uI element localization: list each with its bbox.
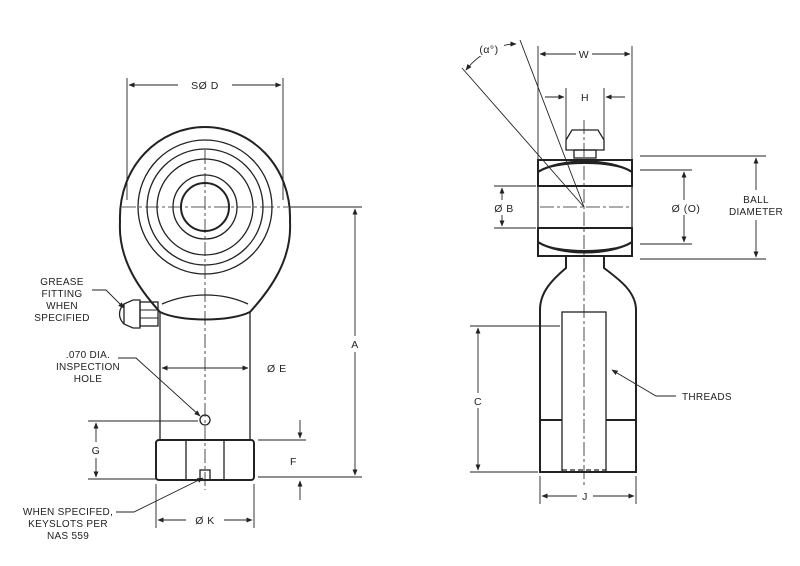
svg-text:WHEN: WHEN [46, 301, 78, 312]
svg-text:.070 DIA.: .070 DIA. [66, 350, 110, 361]
dim-sd-label: SØ D [191, 80, 219, 92]
dim-o-label: Ø (O) [672, 203, 701, 215]
dim-j-label: J [582, 491, 588, 503]
neck-curve [161, 294, 249, 305]
svg-text:KEYSLOTS PER: KEYSLOTS PER [28, 519, 108, 530]
dim-c-label: C [474, 396, 482, 408]
section-grease-fitting [565, 129, 605, 159]
section-view: (α°) W H Ø B Ø (O) BALL DIAMETER [461, 39, 792, 504]
svg-text:INSPECTION: INSPECTION [56, 362, 120, 373]
dim-g-label: G [92, 445, 101, 457]
dim-h-label: H [581, 92, 589, 104]
keyslot-note: WHEN SPECIFED, KEYSLOTS PER NAS 559 [23, 477, 204, 542]
dim-e-label: Ø E [267, 363, 287, 375]
svg-text:NAS 559: NAS 559 [47, 531, 89, 542]
dim-w-label: W [579, 49, 589, 61]
grease-fitting-note: GREASE FITTING WHEN SPECIFIED [34, 277, 125, 324]
ball-diameter-label-2: DIAMETER [729, 207, 783, 218]
dim-f-label: F [290, 456, 297, 468]
threads-label: THREADS [682, 392, 732, 403]
ball-diameter-label-1: BALL [743, 195, 769, 206]
keyslot [199, 469, 211, 481]
svg-text:FITTING: FITTING [42, 289, 83, 300]
threads-leader [611, 369, 676, 397]
inspection-hole [199, 414, 211, 426]
ball-section-lower [537, 227, 633, 254]
angle-line-1 [461, 67, 585, 208]
svg-text:HOLE: HOLE [74, 374, 102, 385]
dim-a-label: A [351, 339, 359, 351]
svg-text:SPECIFIED: SPECIFIED [34, 313, 90, 324]
front-view: SØ D A Ø E G F Ø K GREASE FITTING WHEN [23, 76, 363, 542]
inspection-hole-note: .070 DIA. INSPECTION HOLE [56, 350, 201, 417]
svg-text:WHEN SPECIFED,: WHEN SPECIFED, [23, 507, 113, 518]
dim-alpha-label: (α°) [479, 44, 498, 56]
svg-text:GREASE: GREASE [40, 277, 84, 288]
housing-section [539, 255, 637, 473]
dim-b-label: Ø B [494, 203, 514, 215]
dim-k-label: Ø K [195, 515, 215, 527]
angle-line-2 [519, 39, 585, 208]
ball-section [537, 160, 633, 187]
